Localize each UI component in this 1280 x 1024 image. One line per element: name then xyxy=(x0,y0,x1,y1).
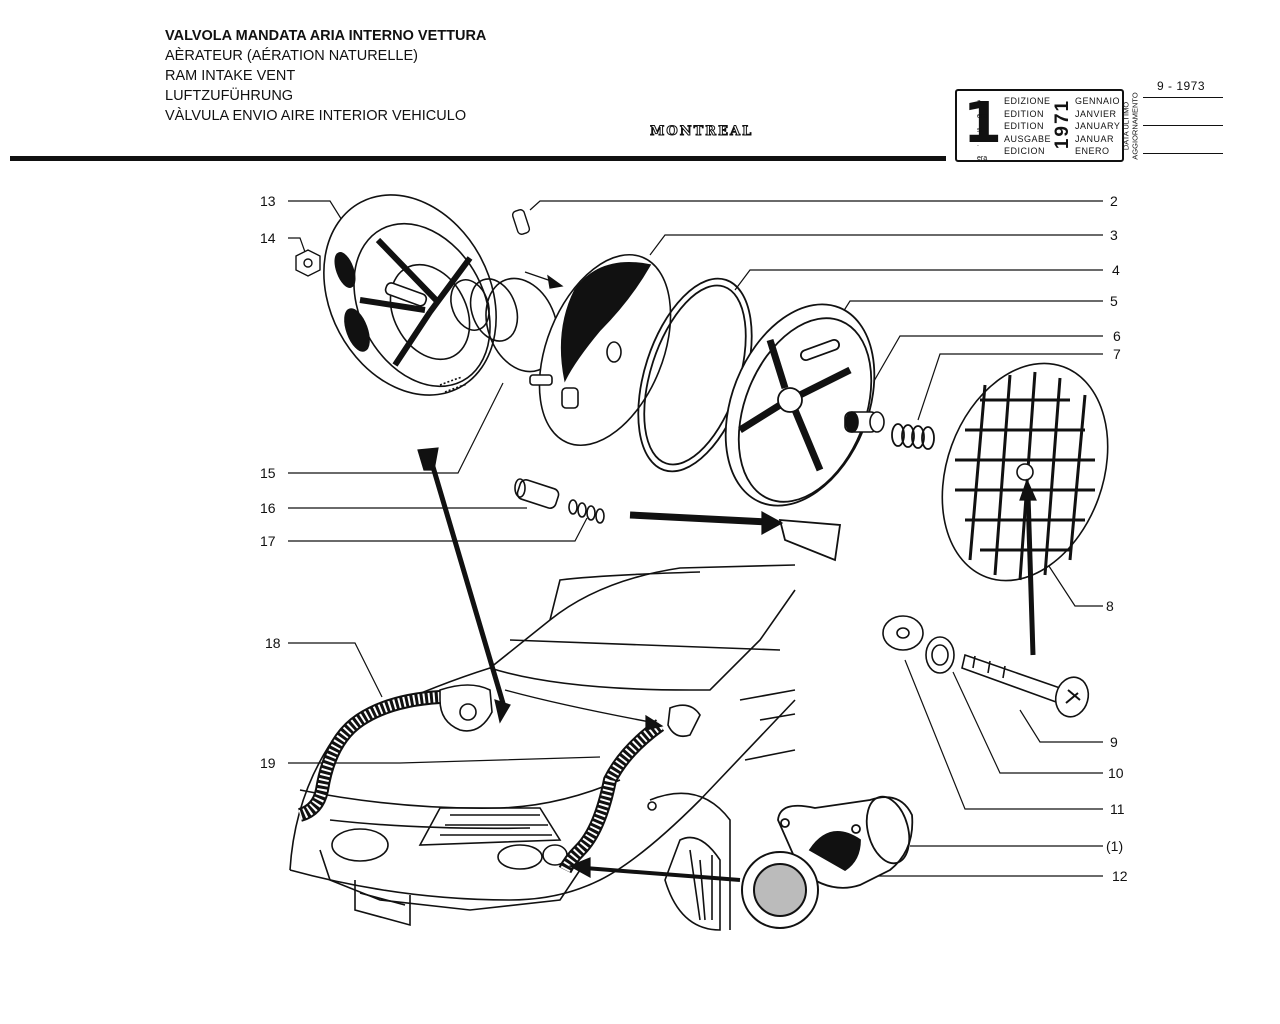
leader-lines xyxy=(288,200,1103,877)
housing-part-13 xyxy=(323,194,497,396)
hose-part-19 xyxy=(558,704,701,874)
callout-8: 8 xyxy=(1106,598,1114,614)
title-english: RAM INTAKE VENT xyxy=(165,68,296,84)
callout-2: 2 xyxy=(1110,193,1118,209)
update-rule xyxy=(1143,97,1223,98)
edition-number: 1 xyxy=(963,91,1002,156)
brand-logo-text: MONTREAL xyxy=(649,124,754,140)
edition-box xyxy=(955,89,1124,162)
bushing-part-6 xyxy=(844,411,885,433)
nut-part-14 xyxy=(295,249,321,277)
edition-label: EDIZIONE xyxy=(1004,96,1051,106)
edition-suffix: . xyxy=(977,141,979,148)
callout-12: 12 xyxy=(1112,868,1128,884)
edition-month: JANUARY xyxy=(1075,121,1121,131)
callout-18: 18 xyxy=(265,635,281,651)
edition-label: EDICION xyxy=(1004,146,1046,156)
update-rule xyxy=(1143,153,1223,154)
hose-part-18 xyxy=(297,684,493,822)
sleeve-part-16 xyxy=(514,478,560,509)
header-rule xyxy=(10,156,946,161)
pin-part-2 xyxy=(511,209,531,235)
grille-part-8 xyxy=(941,362,1109,582)
edition-month: JANUAR xyxy=(1075,133,1115,144)
edition-suffixes: a ere st . era xyxy=(977,96,987,166)
header-titles: VALVOLA MANDATA ARIA INTERNO VETTURA AÈR… xyxy=(165,26,486,126)
callout-16: 16 xyxy=(260,500,276,516)
callout-4: 4 xyxy=(1112,262,1120,278)
spring-washers-part-7 xyxy=(891,423,935,450)
callout-1: (1) xyxy=(1106,838,1124,854)
callout-7: 7 xyxy=(1113,346,1121,362)
callout-19: 19 xyxy=(260,755,276,771)
callout-10: 10 xyxy=(1108,765,1124,781)
edition-month: ENERO xyxy=(1075,146,1110,156)
edition-months: GENNAIO JANVIER JANUARY JANUAR ENERO xyxy=(1075,95,1120,158)
update-rule xyxy=(1143,125,1223,126)
update-date: 9 - 1973 xyxy=(1157,79,1206,93)
edition-suffix: st xyxy=(977,127,983,134)
edition-label: AUSGABE xyxy=(1004,133,1052,144)
callout-3: 3 xyxy=(1110,227,1118,243)
spring-part-17 xyxy=(568,499,605,524)
edition-suffix: ere xyxy=(977,113,988,120)
assembly-arrows xyxy=(417,271,1037,882)
washer-part-11 xyxy=(882,615,924,651)
mesh-grille-part-12 xyxy=(741,851,819,929)
edition-month: JANVIER xyxy=(1075,108,1117,119)
car-body xyxy=(289,564,796,931)
duct-part-1 xyxy=(777,795,914,889)
callout-6: 6 xyxy=(1113,328,1121,344)
bolt-part-9 xyxy=(961,653,1090,718)
lock-washer-part-10 xyxy=(925,636,955,674)
edition-suffix: a xyxy=(977,99,981,106)
edition-label: EDITION xyxy=(1004,108,1045,119)
edition-labels: EDIZIONE EDITION EDITION AUSGABE EDICION xyxy=(1004,95,1051,158)
callout-5: 5 xyxy=(1110,293,1118,309)
cover-plate-part-3 xyxy=(529,253,672,447)
callout-17: 17 xyxy=(260,533,276,549)
title-italian: VALVOLA MANDATA ARIA INTERNO VETTURA xyxy=(165,28,487,44)
edition-label: EDITION xyxy=(1004,121,1045,131)
seal-rings xyxy=(450,277,559,373)
title-german: LUFTZUFÜHRUNG xyxy=(165,88,294,104)
spoked-plate-part-5 xyxy=(724,303,876,562)
callout-14: 14 xyxy=(260,230,276,246)
title-spanish: VÀLVULA ENVIO AIRE INTERIOR VEHICULO xyxy=(165,108,467,124)
callout-9: 9 xyxy=(1110,734,1118,750)
title-french: AÈRATEUR (AÉRATION NATURELLE) xyxy=(165,48,418,64)
callout-11: 11 xyxy=(1110,801,1125,817)
edition-month: GENNAIO xyxy=(1075,96,1121,106)
callout-13: 13 xyxy=(260,193,276,209)
callout-15: 15 xyxy=(260,465,276,481)
edition-suffix: era xyxy=(977,155,988,162)
